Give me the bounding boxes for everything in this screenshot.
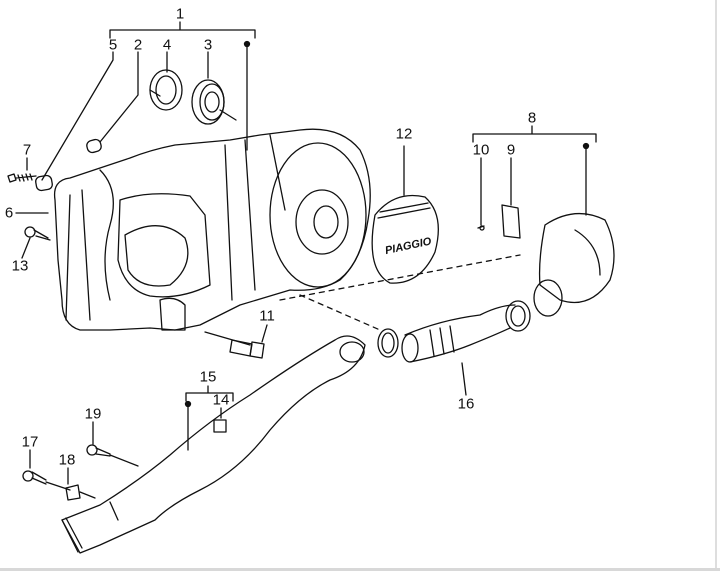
callout-19: 19 [84, 405, 102, 423]
callout-11: 11 [259, 307, 275, 325]
callout-17: 17 [21, 433, 39, 451]
callout-1: 1 [175, 5, 185, 23]
bracket-15 [184, 385, 234, 451]
centerline [279, 254, 521, 331]
part-intake-hose [377, 300, 531, 396]
callout-4: 4 [162, 36, 172, 54]
part-bushing [35, 138, 102, 192]
callout-10: 10 [472, 141, 490, 159]
part-clip-18 [65, 467, 96, 501]
part-seal-ring [149, 69, 183, 111]
piaggio-logo: PIAGGIO [384, 235, 433, 257]
part-bearing [191, 79, 237, 125]
callout-9: 9 [506, 141, 516, 159]
bottom-scroll-edge [0, 568, 720, 571]
bracket-8 [472, 125, 597, 239]
callout-8: 8 [527, 109, 537, 127]
callout-13: 13 [11, 257, 29, 275]
callout-2: 2 [133, 36, 143, 54]
part-transmission-cover [53, 128, 371, 331]
callout-7: 7 [22, 141, 32, 159]
callout-5: 5 [108, 36, 118, 54]
part-lower-duct [61, 335, 366, 554]
part-air-duct [533, 212, 615, 317]
part-screw-7 [7, 157, 37, 183]
part-bolt-11 [204, 324, 268, 359]
callout-3: 3 [203, 36, 213, 54]
callout-16: 16 [457, 395, 475, 413]
bracket-1 [41, 21, 256, 181]
callout-18: 18 [58, 451, 76, 469]
part-screw-17 [22, 449, 71, 491]
part-screw-13 [21, 226, 51, 259]
callout-12: 12 [395, 125, 413, 143]
callout-15: 15 [199, 368, 217, 386]
part-screw-19 [86, 421, 139, 467]
callout-6: 6 [4, 204, 14, 222]
part-logo-cover: PIAGGIO [371, 145, 439, 284]
callout-14: 14 [212, 391, 230, 409]
